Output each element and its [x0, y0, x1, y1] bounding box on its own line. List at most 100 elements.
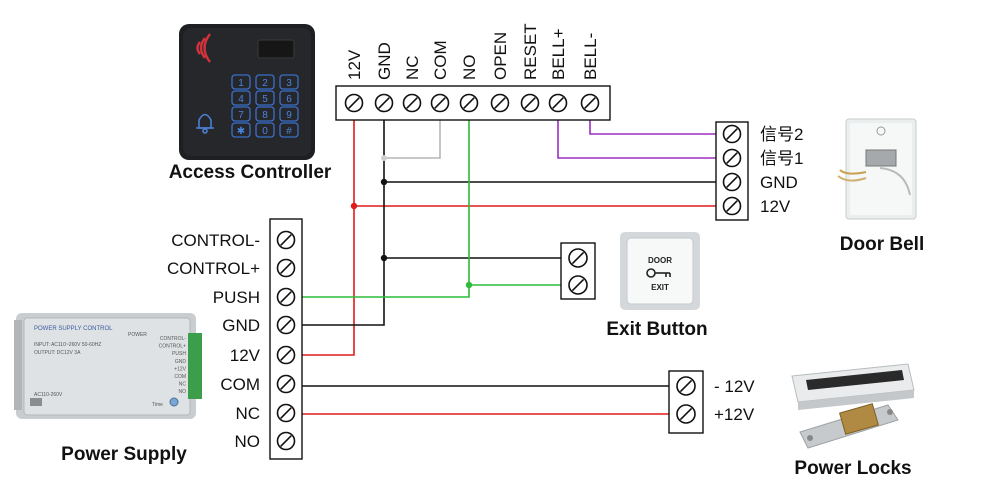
keypad-key-label: 3 — [286, 78, 292, 89]
pl-terminal-label: +12V — [714, 405, 755, 424]
db-terminal-label: 信号1 — [760, 149, 803, 168]
ps-device-terminal-label: CONTROL+ — [159, 344, 186, 350]
ps-device-power: POWER — [128, 332, 147, 338]
keypad-key: # — [279, 122, 299, 138]
ac-terminal-screw — [402, 93, 422, 113]
pl-terminal-screw — [676, 376, 696, 396]
ac-terminal-label: BELL- — [581, 33, 600, 80]
ps-device-terminal-label: NO — [179, 389, 187, 395]
keypad-key: 8 — [255, 106, 275, 122]
bell-icon — [196, 113, 214, 134]
db-terminal-screw — [722, 148, 742, 168]
keypad-key: 4 — [231, 90, 251, 106]
ps-device-ac: AC110-260V — [34, 392, 63, 398]
keypad-key-label: ✱ — [237, 126, 245, 137]
keypad-key: 3 — [279, 74, 299, 90]
db-terminal-screw — [722, 124, 742, 144]
ps-green-terminal-block — [188, 333, 202, 399]
wires — [300, 118, 720, 415]
keypad-key-label: 5 — [262, 94, 268, 105]
ps-device-output: OUTPUT: DC12V 3A — [34, 350, 81, 356]
junction-gnd-bell — [380, 178, 388, 186]
exit-plate-bottom: EXIT — [651, 283, 669, 292]
wire-bell-plus-purple — [557, 118, 720, 159]
ps-terminal-label: GND — [222, 316, 260, 335]
ac-terminal-screw — [520, 93, 540, 113]
ps-device-terminal-label: CONTROL- — [160, 336, 186, 342]
keypad-key: ✱ — [231, 122, 251, 138]
ac-terminal-screw — [374, 93, 394, 113]
junction-no — [465, 281, 473, 289]
db-terminal-screw — [722, 196, 742, 216]
power-locks-device — [791, 363, 915, 449]
door-bell-device — [837, 118, 917, 220]
exit-plate-top: DOOR — [648, 256, 672, 265]
ps-device-terminal-label: PUSH — [172, 351, 186, 357]
junction-gnd-exit — [380, 254, 388, 262]
rfid-icon — [196, 33, 211, 63]
ac-terminal-screw — [548, 93, 568, 113]
ps-terminal-screw — [276, 345, 296, 365]
power-supply-device: POWER SUPPLY CONTROL INPUT: AC110~260V 5… — [14, 313, 202, 419]
db-terminal-label: 信号2 — [760, 125, 803, 144]
keypad-key: 9 — [279, 106, 299, 122]
ac-terminal-screw — [580, 93, 600, 113]
ps-terminal-screw — [276, 315, 296, 335]
ac-terminal-label: NC — [403, 55, 422, 80]
junction-12v — [350, 202, 358, 210]
keypad-key-label: 1 — [238, 78, 244, 89]
exit-button-caption: Exit Button — [606, 319, 707, 340]
keypad-key-label: 0 — [262, 126, 268, 137]
ps-device-title: POWER SUPPLY CONTROL — [34, 326, 113, 332]
ps-device-terminal-label: GND — [175, 359, 187, 365]
ac-terminal-screw — [344, 93, 364, 113]
ps-terminal-label: 12V — [230, 346, 261, 365]
card-window — [257, 39, 295, 59]
ps-terminal-label: NC — [235, 404, 260, 423]
ps-device-input: INPUT: AC110~260V 50-60HZ — [34, 342, 101, 348]
db-terminal-screw — [722, 172, 742, 192]
wire-gnd-black — [300, 118, 385, 326]
key-icon — [646, 268, 671, 278]
junction-com — [381, 155, 387, 161]
eb-terminal-screw — [568, 275, 588, 295]
power-locks-caption: Power Locks — [794, 458, 911, 479]
db-terminal-label: GND — [760, 173, 798, 192]
ps-terminal-label: PUSH — [213, 288, 260, 307]
ps-terminal-screw — [276, 287, 296, 307]
keypad-key-label: 9 — [286, 110, 292, 121]
pl-terminal-screw — [676, 404, 696, 424]
ps-terminal-label: NO — [235, 432, 261, 451]
ac-terminal-label: NO — [460, 55, 479, 81]
pl-terminal-label: - 12V — [714, 377, 755, 396]
eb-terminal-screw — [568, 248, 588, 268]
door-bell-caption: Door Bell — [840, 234, 924, 255]
ps-device-terminal-label: +12V — [174, 366, 186, 372]
ps-terminal-screw — [276, 258, 296, 278]
power-locks-terminal-strip: - 12V +12V — [668, 370, 755, 434]
ps-terminal-label: CONTROL- — [171, 231, 260, 250]
power-supply-caption: Power Supply — [61, 444, 187, 465]
keypad-key-label: 6 — [286, 94, 292, 105]
keypad-key-label: 8 — [262, 110, 268, 121]
wire-no-green — [300, 118, 470, 298]
wire-12v-red — [300, 118, 355, 356]
ps-terminal-screw — [276, 374, 296, 394]
keypad-key: 5 — [255, 90, 275, 106]
ps-terminal-screw — [276, 230, 296, 250]
ps-terminal-screw — [276, 431, 296, 451]
exit-button-device: DOOR EXIT — [620, 232, 700, 310]
ac-terminal-label: COM — [431, 40, 450, 80]
db-terminal-label: 12V — [760, 197, 791, 216]
keypad-key-label: 7 — [238, 110, 244, 121]
wire-bell-minus-purple — [589, 118, 720, 135]
ps-device-terminal-label: NC — [179, 382, 187, 388]
keypad-key: 2 — [255, 74, 275, 90]
ac-terminal-screw — [459, 93, 479, 113]
ac-terminal-screw — [490, 93, 510, 113]
